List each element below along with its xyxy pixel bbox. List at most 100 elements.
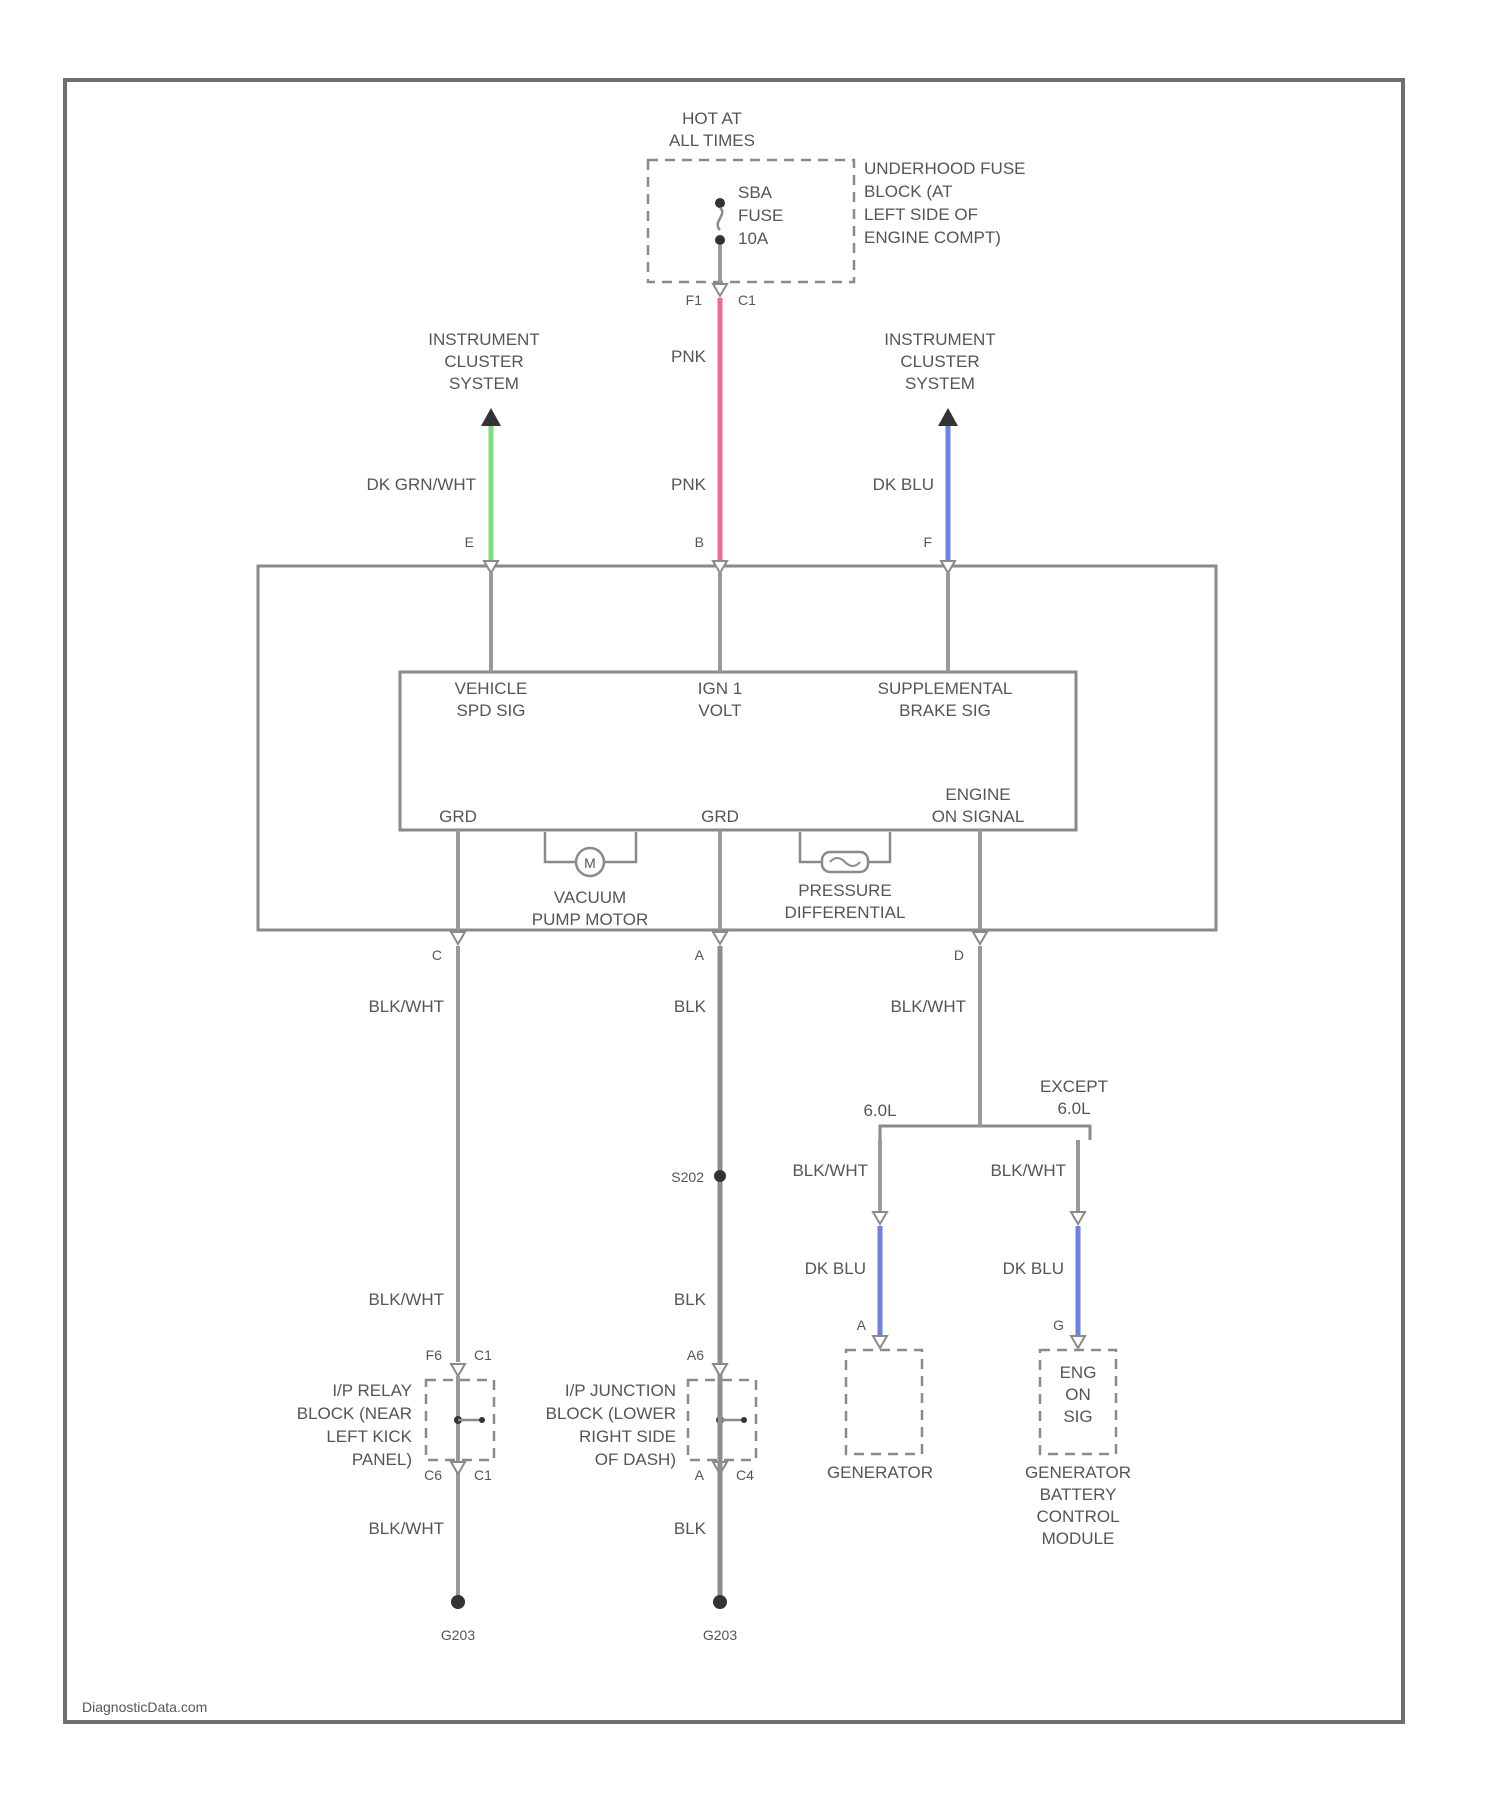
fuse-rating: 10A bbox=[738, 229, 769, 248]
branch-right-label: BLK/WHT bbox=[990, 1161, 1066, 1180]
fuse-terminal-bottom bbox=[715, 235, 725, 245]
arrow-left-icon bbox=[481, 408, 501, 426]
connector-a bbox=[713, 932, 727, 944]
ip-relay-location-line3: LEFT KICK bbox=[326, 1427, 412, 1446]
vehicle-speed-signal-line1: VEHICLE bbox=[455, 679, 528, 698]
fuse-terminal-top bbox=[715, 198, 725, 208]
right-wire-label: BLK/WHT bbox=[890, 997, 966, 1016]
module-outer-box bbox=[258, 566, 1216, 930]
arrow-right-icon bbox=[938, 408, 958, 426]
connector-d bbox=[973, 932, 987, 944]
fuse-block-location-line2: BLOCK (AT bbox=[864, 182, 952, 201]
center-wire-label-bottom: BLK bbox=[674, 1519, 707, 1538]
ip-junction-pin-bottom-right: C4 bbox=[736, 1467, 754, 1483]
option-6-0l-label: 6.0L bbox=[863, 1101, 896, 1120]
pin-e: E bbox=[465, 534, 474, 550]
splice-dot bbox=[714, 1170, 726, 1182]
gbcm-inner-line2: ON bbox=[1065, 1385, 1091, 1404]
pink-wire-label-top: PNK bbox=[671, 347, 707, 366]
center-wire-label-upper: BLK bbox=[674, 997, 707, 1016]
ip-junction-pin-bottom-left: A bbox=[695, 1467, 705, 1483]
ip-relay-branch-dot bbox=[479, 1417, 485, 1423]
ip-relay-connector-bottom bbox=[451, 1462, 465, 1474]
left-wire-label-upper: BLK/WHT bbox=[368, 997, 444, 1016]
pin-c: C bbox=[432, 947, 442, 963]
ip-junction-connector-top bbox=[713, 1364, 727, 1376]
instrument-cluster-left-line2: CLUSTER bbox=[444, 352, 523, 371]
fuse-connector bbox=[713, 284, 727, 296]
ip-relay-location-line4: PANEL) bbox=[352, 1450, 412, 1469]
ip-junction-branch-dot bbox=[741, 1417, 747, 1423]
engine-on-signal-line1: ENGINE bbox=[945, 785, 1010, 804]
generator-pin: A bbox=[857, 1317, 867, 1333]
green-wire-label: DK GRN/WHT bbox=[366, 475, 476, 494]
motor-symbol: M bbox=[584, 855, 596, 871]
ip-relay-location-line1: I/P RELAY bbox=[332, 1381, 412, 1400]
vacuum-pump-motor-line1: VACUUM bbox=[554, 888, 626, 907]
gbcm-label-line2: BATTERY bbox=[1040, 1485, 1117, 1504]
branch-right-blue-label: DK BLU bbox=[1003, 1259, 1064, 1278]
branch-right-connector bbox=[1071, 1212, 1085, 1224]
fuse-block-location-line4: ENGINE COMPT) bbox=[864, 228, 1001, 247]
gbcm-label-line1: GENERATOR bbox=[1025, 1463, 1131, 1482]
instrument-cluster-right-line3: SYSTEM bbox=[905, 374, 975, 393]
instrument-cluster-right: INSTRUMENT CLUSTER SYSTEM bbox=[884, 330, 995, 426]
pin-a: A bbox=[695, 947, 705, 963]
gbcm-inner-line1: ENG bbox=[1060, 1363, 1097, 1382]
instrument-cluster-left: INSTRUMENT CLUSTER SYSTEM bbox=[428, 330, 539, 426]
ignition-voltage-line2: VOLT bbox=[698, 701, 741, 720]
instrument-cluster-right-line2: CLUSTER bbox=[900, 352, 979, 371]
pink-wire-label-mid: PNK bbox=[671, 475, 707, 494]
branch-left-blue-label: DK BLU bbox=[805, 1259, 866, 1278]
generator: A GENERATOR bbox=[827, 1317, 933, 1482]
fuse-pin-right: C1 bbox=[738, 292, 756, 308]
hot-at-all-times-line1: HOT AT bbox=[682, 109, 742, 128]
gbcm-label-line4: MODULE bbox=[1042, 1529, 1115, 1548]
vacuum-pump-motor-line2: PUMP MOTOR bbox=[532, 910, 649, 929]
center-wire-label-lower: BLK bbox=[674, 1290, 707, 1309]
hot-at-all-times-line2: ALL TIMES bbox=[669, 131, 755, 150]
fuse-label: FUSE bbox=[738, 206, 783, 225]
ground-label-left: GRD bbox=[439, 807, 477, 826]
ip-junction-pin-top: A6 bbox=[687, 1347, 704, 1363]
instrument-cluster-left-line3: SYSTEM bbox=[449, 374, 519, 393]
gbcm-connector bbox=[1071, 1336, 1085, 1348]
pin-f: F bbox=[923, 534, 932, 550]
left-wire-label-lower: BLK/WHT bbox=[368, 1290, 444, 1309]
generator-connector bbox=[873, 1336, 887, 1348]
engine-on-signal-line2: ON SIGNAL bbox=[932, 807, 1025, 826]
splice-label: S202 bbox=[671, 1169, 704, 1185]
branch-left-connector bbox=[873, 1212, 887, 1224]
generator-label: GENERATOR bbox=[827, 1463, 933, 1482]
fuse-name: SBA bbox=[738, 183, 773, 202]
ip-relay-pin-top-right: C1 bbox=[474, 1347, 492, 1363]
pressure-differential-line1: PRESSURE bbox=[798, 881, 892, 900]
fuse-block-location-line1: UNDERHOOD FUSE bbox=[864, 159, 1026, 178]
supplemental-brake-signal-line2: BRAKE SIG bbox=[899, 701, 991, 720]
ground-label-center: GRD bbox=[701, 807, 739, 826]
ip-relay-location-line2: BLOCK (NEAR bbox=[297, 1404, 412, 1423]
brake-module: E B F VEHICLE SPD SIG IGN 1 VOLT SUPPLEM… bbox=[258, 534, 1216, 963]
fuse-block-location-line3: LEFT SIDE OF bbox=[864, 205, 978, 224]
pin-b: B bbox=[695, 534, 704, 550]
gbcm-inner-line3: SIG bbox=[1063, 1407, 1092, 1426]
ip-relay-pin-top-left: F6 bbox=[426, 1347, 443, 1363]
left-wire-label-bottom: BLK/WHT bbox=[368, 1519, 444, 1538]
fuse-symbol bbox=[718, 208, 723, 230]
ip-junction-location-line4: OF DASH) bbox=[595, 1450, 676, 1469]
gbcm-label-line3: CONTROL bbox=[1036, 1507, 1119, 1526]
fuse-pin-left: F1 bbox=[686, 292, 703, 308]
ip-relay-pin-bottom-right: C1 bbox=[474, 1467, 492, 1483]
generator-outline bbox=[846, 1350, 922, 1454]
connector-c bbox=[451, 932, 465, 944]
supplemental-brake-signal-line1: SUPPLEMENTAL bbox=[878, 679, 1013, 698]
instrument-cluster-left-line1: INSTRUMENT bbox=[428, 330, 539, 349]
pressure-differential-line2: DIFFERENTIAL bbox=[785, 903, 906, 922]
ip-junction-block: A6 A C4 I/P JUNCTION BLOCK (LOWER RIGHT … bbox=[546, 1347, 756, 1483]
ip-relay-block: F6 C1 C6 C1 I/P RELAY BLOCK (NEAR LEFT K… bbox=[297, 1347, 494, 1483]
ground-left-label: G203 bbox=[441, 1627, 475, 1643]
pin-d: D bbox=[954, 947, 964, 963]
diagram-frame bbox=[65, 80, 1403, 1722]
ignition-voltage-line1: IGN 1 bbox=[698, 679, 742, 698]
